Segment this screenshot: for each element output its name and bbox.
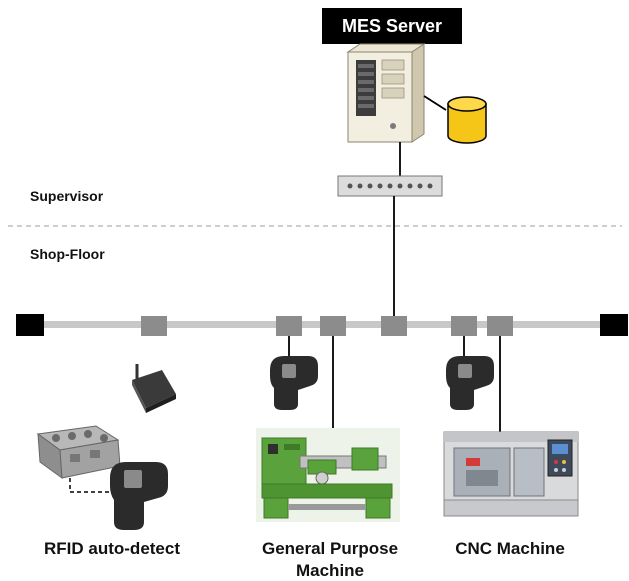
network-switch-icon <box>337 175 443 197</box>
bus-node-lathe <box>320 316 346 336</box>
server-database-link <box>423 95 447 111</box>
bus-node-reader-2 <box>451 316 477 336</box>
mes-server-title: MES Server <box>322 8 462 44</box>
engine-block-icon <box>36 425 121 480</box>
shop-floor-zone-label: Shop-Floor <box>30 246 105 262</box>
rfid-reader-icon <box>110 462 168 530</box>
rfid-reader-icon <box>270 356 318 410</box>
bus-node-reader-1 <box>276 316 302 336</box>
wireless-router-icon <box>132 364 176 413</box>
part-reader-link <box>69 478 110 493</box>
supervisor-zone-label: Supervisor <box>30 188 104 204</box>
bus-terminator-left <box>16 314 44 336</box>
rfid-reader-icon <box>446 356 494 410</box>
server-tower-icon <box>346 43 426 143</box>
rfid-auto-detect-caption: RFID auto-detect <box>44 539 180 558</box>
bus-node-server <box>381 316 407 336</box>
lathe-machine-icon <box>256 428 400 522</box>
general-purpose-caption-line2: Machine <box>295 561 365 580</box>
cnc-machine-icon <box>443 431 579 517</box>
cnc-machine-caption: CNC Machine <box>455 539 565 558</box>
bus-node-cnc <box>487 316 513 336</box>
database-cylinder-icon <box>447 96 487 144</box>
bus-node-rfid <box>141 316 167 336</box>
bus-terminator-right <box>600 314 628 336</box>
general-purpose-caption-line1: General Purpose <box>261 539 399 558</box>
